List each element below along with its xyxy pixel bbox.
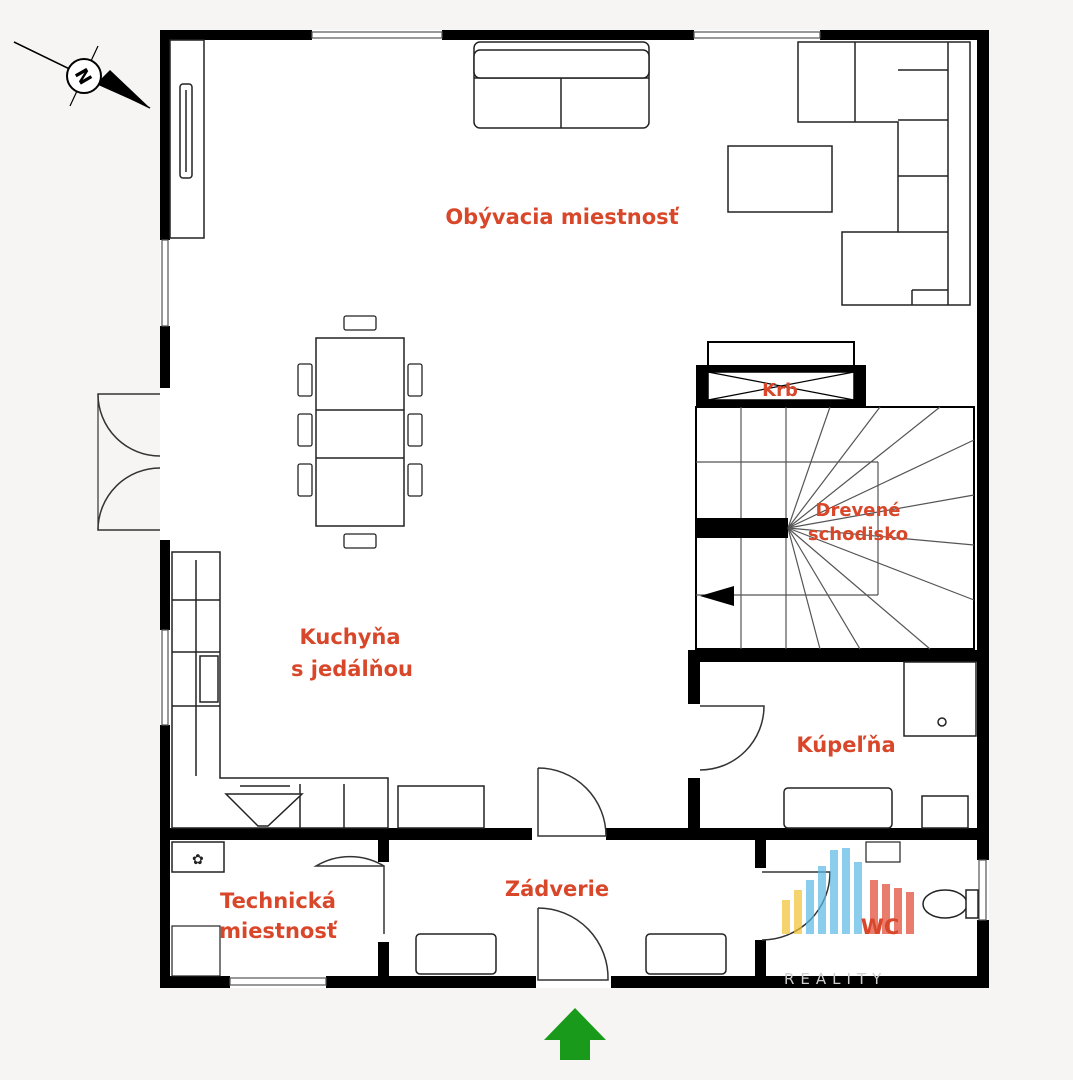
utility-cabinet [171,925,221,977]
doors [97,393,831,981]
sofa [473,41,650,129]
svg-text:✿: ✿ [192,852,204,868]
kitchen-label-line2: s jedálňou [291,657,413,681]
wc-sink [865,841,901,863]
dining-chairs [297,315,423,549]
bathroom-fixtures [783,661,977,829]
corner-sectional-sofa [797,41,971,306]
vestibule-benches [415,933,727,975]
vestibule-label: Zádverie [505,877,609,901]
kitchen-island-cabinet [397,785,485,829]
bathroom-label: Kúpeľňa [796,733,895,757]
wc-label: WC [861,915,900,939]
technical-room-label-line1: Technická [220,889,336,913]
tv-cabinet [169,39,205,239]
fireplace-label: Krb [762,380,798,401]
stair-direction-arrow-icon [700,586,734,606]
wooden-staircase [695,406,975,650]
dining-table [315,337,405,527]
logo-watermark-icon [782,848,914,934]
fireplace [707,341,855,401]
windows [161,31,987,986]
compass-north-icon: N [13,41,151,109]
kitchen-label-line1: Kuchyňa [299,625,400,649]
technical-room-label-line2: miestnosť [219,919,338,943]
kitchen-counter [171,551,389,829]
stairs-label-line1: Drevené [816,500,901,521]
watermark-text: REALITY [784,970,887,988]
living-room-label: Obývacia miestnosť [445,205,679,229]
entrance-arrow-icon [544,1008,606,1060]
boiler: ✿ [171,841,225,873]
coffee-table [727,145,833,213]
stairs-label-line2: schodisko [808,524,908,545]
toilet [922,889,979,919]
